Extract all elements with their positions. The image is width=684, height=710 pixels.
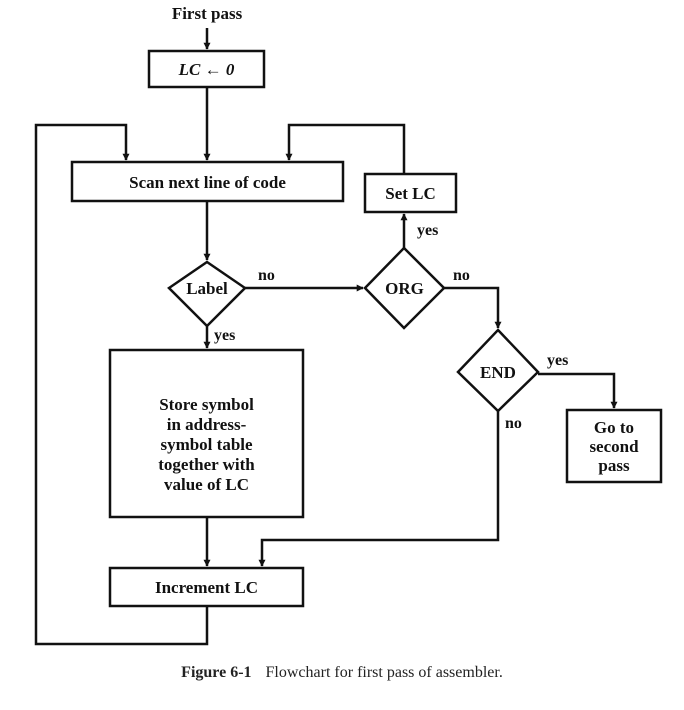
- second-line-1: Go to: [594, 418, 634, 437]
- figure-number: Figure 6-1: [181, 664, 252, 681]
- increment-text: Increment LC: [155, 578, 258, 597]
- end-decision-text: END: [480, 363, 516, 382]
- store-line-2: in address-: [167, 415, 247, 434]
- end-no-text: no: [505, 415, 522, 432]
- end-yes-text: yes: [547, 352, 568, 369]
- store-line-3: symbol table: [160, 435, 253, 454]
- store-symbol-box: Store symbol in address- symbol table to…: [108, 348, 305, 519]
- org-decision-text: ORG: [385, 279, 424, 298]
- org-no-text: no: [453, 267, 470, 284]
- edge-end-yes-to-second: [538, 372, 618, 409]
- set-lc-box: Set LC: [363, 172, 458, 214]
- start-label: First pass: [172, 4, 243, 23]
- edge-setlc-to-scan: [285, 123, 406, 174]
- edge-org-no-to-end: [444, 286, 502, 329]
- org-yes-text: yes: [417, 222, 438, 239]
- second-pass-box: Go to second pass: [565, 408, 663, 484]
- store-line-4: together with: [158, 455, 255, 474]
- init-text: LC ← 0: [178, 60, 235, 79]
- figure-caption-text: Flowchart for first pass of assembler.: [265, 664, 503, 681]
- scan-text: Scan next line of code: [129, 173, 286, 192]
- edge-loop-back-to-scan: [34, 123, 209, 646]
- figure-caption: Figure 6-1 Flowchart for first pass of as…: [0, 664, 684, 682]
- end-decision: END: [456, 328, 540, 413]
- store-line-5: value of LC: [164, 475, 249, 494]
- increment-box: Increment LC: [108, 566, 305, 608]
- second-line-2: second: [589, 437, 639, 456]
- edge-end-no-to-increment: [258, 411, 500, 567]
- label-decision: Label: [167, 260, 247, 328]
- store-line-1: Store symbol: [159, 395, 254, 414]
- label-no-text: no: [258, 267, 275, 284]
- init-box: LC ← 0: [147, 49, 266, 89]
- org-decision: ORG: [363, 246, 446, 330]
- scan-box: Scan next line of code: [70, 160, 345, 203]
- label-decision-text: Label: [186, 279, 228, 298]
- second-line-3: pass: [598, 456, 630, 475]
- set-lc-text: Set LC: [385, 184, 436, 203]
- label-yes-text: yes: [214, 327, 235, 344]
